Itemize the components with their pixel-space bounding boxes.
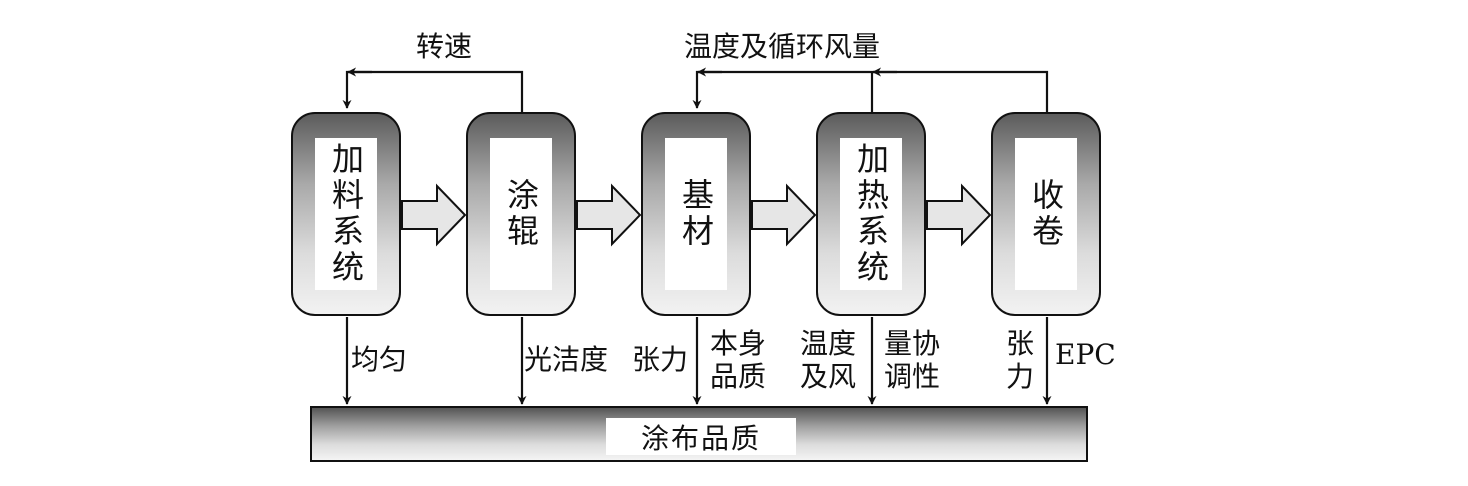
flow-arrow-2 (576, 183, 642, 247)
node-feed-system: 加料系统 (291, 112, 401, 316)
factor-coordination-1: 量协 (884, 327, 941, 360)
factor-temp-2: 及风 (800, 360, 857, 393)
node-substrate: 基材 (641, 112, 751, 316)
factor-smoothness: 光洁度 (524, 343, 609, 376)
speed-label: 转速 (416, 30, 473, 63)
node-label: 加热系统 (852, 142, 890, 286)
factor-tension: 张力 (632, 343, 689, 376)
factor-intrinsic-2: 品质 (710, 360, 767, 393)
factor-epc: EPC (1055, 338, 1116, 371)
node-label: 基材 (677, 178, 715, 250)
output-label: 涂布品质 (640, 421, 761, 455)
node-label: 涂辊 (502, 178, 540, 250)
node-label: 收卷 (1027, 178, 1065, 250)
factor-uniformity: 均匀 (351, 343, 408, 376)
flow-arrow-1 (401, 183, 467, 247)
factor-temp-1: 温度 (800, 327, 857, 360)
flow-arrow-3 (751, 183, 817, 247)
node-heating-system: 加热系统 (816, 112, 926, 316)
output-coating-quality: 涂布品质 (310, 406, 1088, 462)
speed-feedback-arrow (342, 70, 524, 112)
factor-winding-tension-2: 力 (1006, 360, 1035, 393)
node-label: 加料系统 (327, 142, 365, 286)
factor-winding-tension-1: 张 (1006, 327, 1035, 360)
factor-coordination-2: 调性 (884, 360, 941, 393)
temp-airflow-label: 温度及循环风量 (684, 30, 881, 63)
flow-arrow-4 (926, 183, 992, 247)
node-coating-roller: 涂辊 (466, 112, 576, 316)
factor-intrinsic-1: 本身 (710, 327, 767, 360)
node-winding: 收卷 (991, 112, 1101, 316)
